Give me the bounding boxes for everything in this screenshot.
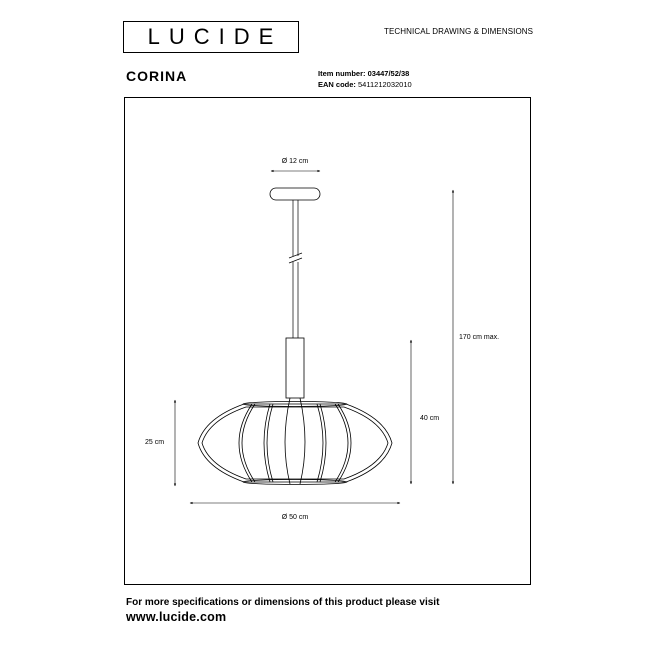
total-height-dimension: 170 cm max. <box>451 189 499 485</box>
drawing-frame <box>124 97 531 585</box>
canopy-diameter-label: Ø 12 cm <box>282 158 309 165</box>
assembly-height-dimension: 40 cm <box>409 339 439 485</box>
suspension-cable <box>288 200 303 338</box>
shade-diameter-dimension: Ø 50 cm <box>189 501 401 521</box>
wire-shade <box>197 397 393 485</box>
item-number-value: 03447/52/38 <box>367 69 410 78</box>
total-height-label: 170 cm max. <box>459 334 499 341</box>
product-name: CORINA <box>126 68 188 84</box>
shade-height-label: 25 cm <box>145 439 164 446</box>
item-number-row: Item number: 03447/52/38 <box>318 68 412 79</box>
shade-diameter-label: Ø 50 cm <box>282 514 309 521</box>
assembly-height-label: 40 cm <box>420 415 439 422</box>
ean-row: EAN code: 5411212032010 <box>318 79 412 90</box>
socket-housing <box>285 337 305 399</box>
footer-info-text: For more specifications or dimensions of… <box>126 597 440 608</box>
product-meta: Item number: 03447/52/38 EAN code: 54112… <box>318 68 412 90</box>
website-link[interactable]: www.lucide.com <box>126 610 227 624</box>
ean-value: 5411212032010 <box>358 80 412 89</box>
brand-logo: LUCIDE <box>123 21 299 53</box>
ceiling-canopy <box>269 187 321 201</box>
canopy-dimension: Ø 12 cm <box>270 158 321 173</box>
brand-logo-text: LUCIDE <box>147 24 283 49</box>
item-number-label: Item number: <box>318 69 366 78</box>
shade-height-dimension: 25 cm <box>145 399 177 487</box>
ean-label: EAN code: <box>318 80 356 89</box>
document-type-label: TECHNICAL DRAWING & DIMENSIONS <box>384 27 534 36</box>
